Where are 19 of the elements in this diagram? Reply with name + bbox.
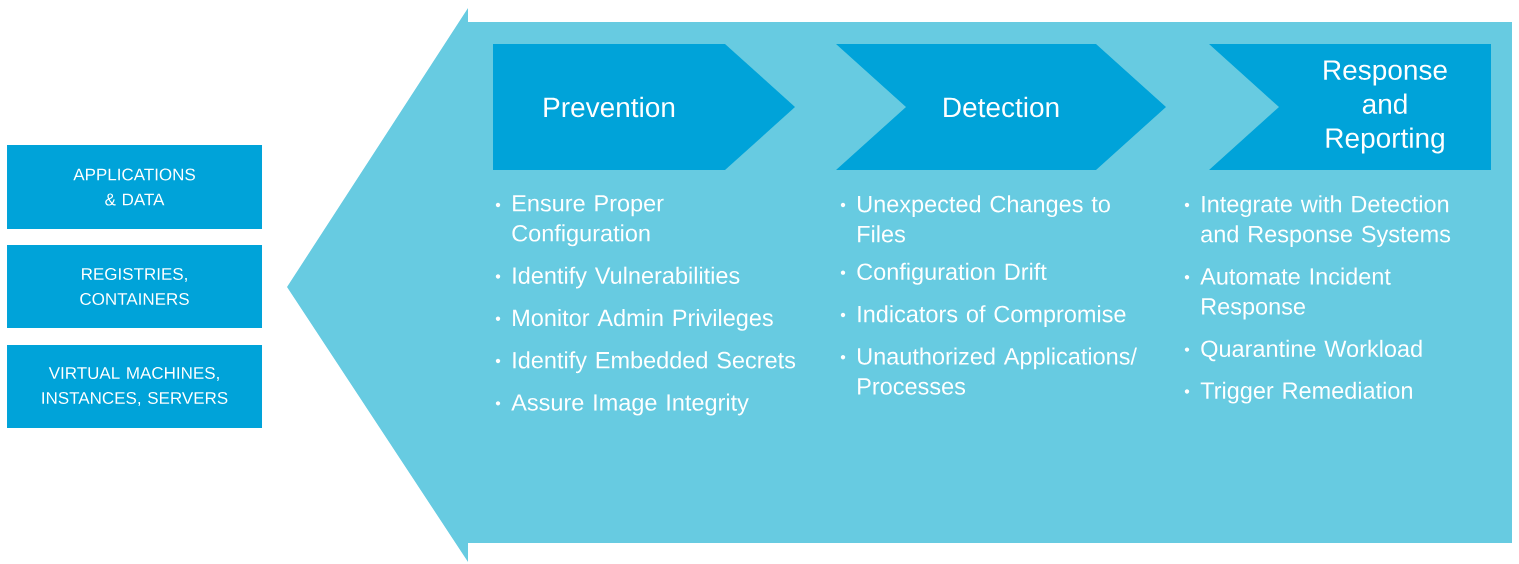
- bullet-item: Automate Incident Response: [1184, 267, 1391, 320]
- bullet-item: Assure Image Integrity: [495, 393, 749, 416]
- bullet-item: Monitor Admin Privileges: [495, 308, 773, 331]
- bullet-item: Unauthorized Applications/ Processes: [840, 347, 1137, 395]
- bullet-item: Ensure Proper Configuration: [495, 195, 664, 247]
- bullet-item: Quarantine Workload: [1184, 339, 1422, 362]
- stage-banner: Response and Reporting: [1209, 44, 1491, 170]
- bullet-item: Trigger Remediation: [1184, 381, 1412, 404]
- bullet-item: Indicators of Compromise: [840, 305, 1126, 328]
- stage-banner: Detection: [836, 44, 1166, 170]
- bullet-item: Integrate with Detection and Response Systems: [1184, 195, 1451, 248]
- bullet-item: Unexpected Changes to Files: [840, 195, 1110, 243]
- label-box: APPLICATIONS & DATA: [7, 145, 262, 229]
- bullet-item: Identify Vulnerabilities: [495, 266, 740, 289]
- bullet-item: Identify Embedded Secrets: [495, 351, 796, 374]
- label-box: REGISTRIES, CONTAINERS: [7, 245, 262, 328]
- label-box: VIRTUAL MACHINES, INSTANCES, SERVERS: [7, 345, 262, 428]
- stage-banner: Prevention: [493, 44, 795, 170]
- bullet-item: Configuration Drift: [840, 262, 1047, 285]
